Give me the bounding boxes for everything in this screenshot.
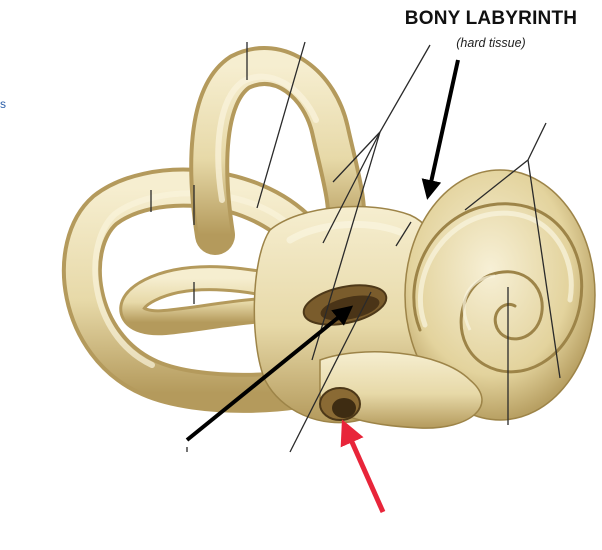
round-window-arrow: [340, 419, 386, 514]
leader-lines: [150, 41, 561, 453]
leader-line: [311, 131, 381, 361]
diagram-title: BONY LABYRINTH: [404, 8, 578, 29]
leader-line: [379, 44, 431, 133]
posterior-semicircular-canal: [119, 265, 343, 336]
oval-window-arrow: [185, 305, 354, 442]
leader-line: [464, 159, 529, 211]
leader-line: [527, 122, 547, 161]
cochlea: [404, 169, 596, 421]
title-arrow: [421, 59, 460, 200]
leader-line: [289, 291, 372, 453]
leader-line: [322, 131, 381, 244]
round-window: [319, 387, 361, 421]
leader-line: [256, 41, 306, 209]
leader-line: [395, 221, 412, 247]
leader-line: [332, 131, 381, 183]
leader-line: [527, 159, 561, 379]
diagram-subtitle: (hard tissue): [456, 36, 526, 50]
edge-text-fragment: s: [0, 97, 6, 111]
anterior-semicircular-canal: [189, 46, 367, 255]
